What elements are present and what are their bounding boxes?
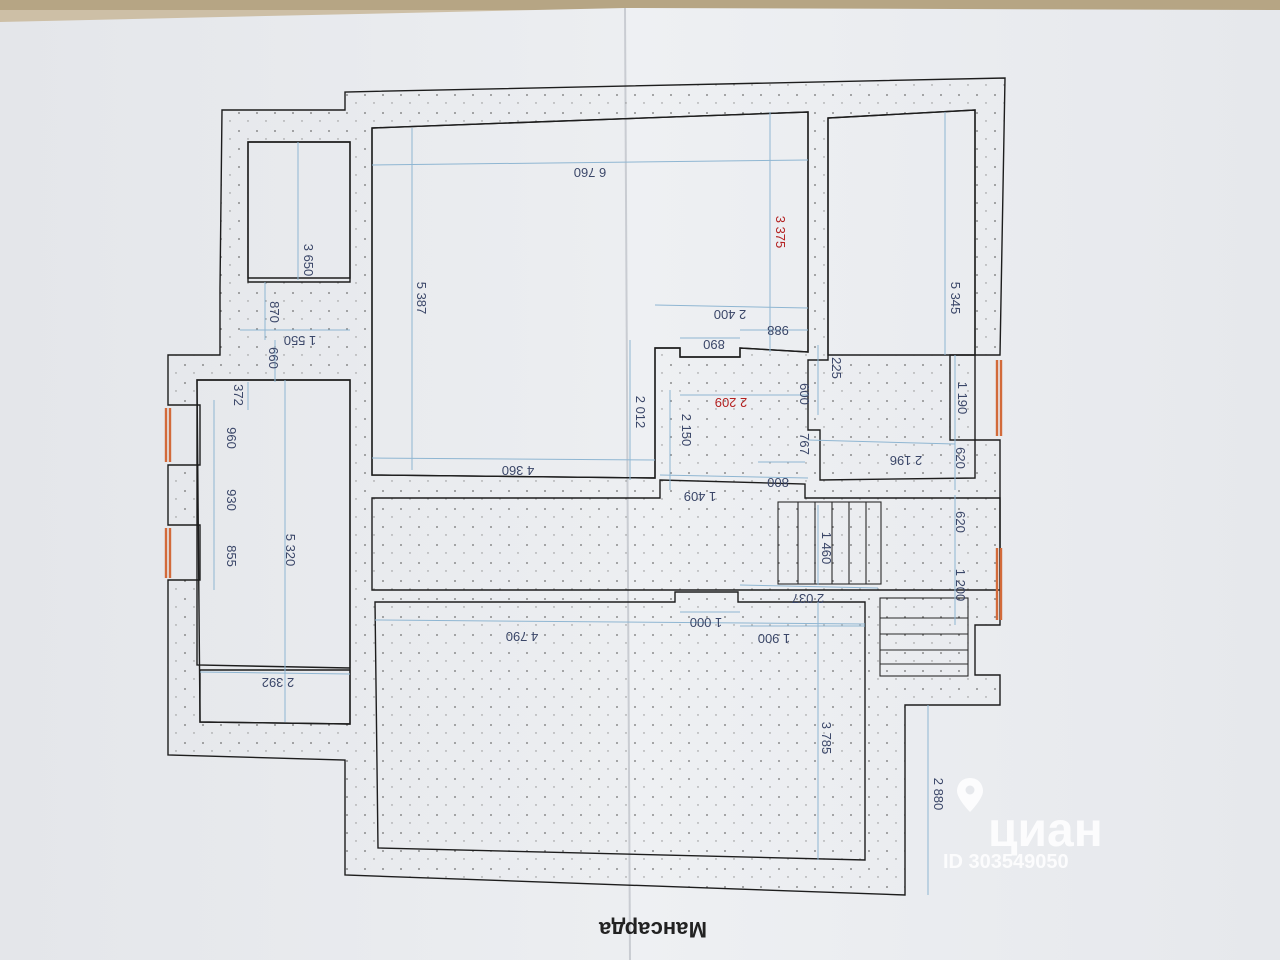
dim-620-b: 620 bbox=[953, 511, 968, 533]
room-bottom bbox=[374, 591, 866, 861]
windows bbox=[164, 360, 1003, 620]
dim-660: 660 bbox=[266, 347, 281, 369]
dim-5345: 5 345 bbox=[948, 282, 963, 315]
dim-767: 767 bbox=[797, 433, 812, 455]
room-left bbox=[196, 379, 351, 725]
dim-1200: 1 200 bbox=[953, 569, 968, 602]
dim-3785: 3 785 bbox=[819, 722, 834, 755]
dim-2012: 2 012 bbox=[633, 396, 648, 429]
dim-225: 225 bbox=[829, 357, 844, 379]
dim-960: 960 bbox=[224, 427, 239, 449]
corridor bbox=[371, 479, 1001, 591]
dim-1460: 1 460 bbox=[819, 532, 834, 565]
dim-6760: 6 760 bbox=[574, 165, 607, 180]
dim-3650: 3 650 bbox=[301, 244, 316, 277]
room-right bbox=[807, 109, 976, 481]
dim-600: 600 bbox=[797, 383, 812, 405]
dim-4360: 4 360 bbox=[502, 463, 535, 478]
watermark-brand: циан bbox=[988, 804, 1103, 857]
dim-372: 372 bbox=[231, 384, 246, 406]
dim-1409: 1 409 bbox=[684, 489, 717, 504]
watermark-id: ID 303549050 bbox=[943, 851, 1069, 873]
dim-1900: 1 900 bbox=[758, 631, 791, 646]
dim-988: 988 bbox=[767, 323, 789, 338]
dimension-lines bbox=[199, 112, 956, 895]
dim-2392: 2 392 bbox=[262, 675, 295, 690]
dim-855: 855 bbox=[224, 545, 239, 567]
dim-2400: 2 400 bbox=[714, 307, 747, 322]
dim-2037: 2 037 bbox=[792, 591, 825, 606]
dim-890: 890 bbox=[703, 337, 725, 352]
dim-3375: 3 375 bbox=[773, 216, 788, 249]
dim-2196: 2 196 bbox=[890, 453, 923, 468]
dim-2150: 2 150 bbox=[679, 414, 694, 447]
dim-1190: 1 190 bbox=[955, 382, 970, 415]
room-large bbox=[371, 111, 809, 479]
dim-1000: 1 000 bbox=[690, 615, 723, 630]
dimension-labels: 6 760 3 375 5 345 3 650 5 387 870 1 550 … bbox=[224, 165, 970, 810]
dim-2209: 2 209 bbox=[715, 395, 748, 410]
dim-620-a: 620 bbox=[953, 447, 968, 469]
staircase bbox=[777, 501, 969, 677]
dim-4790: 4 790 bbox=[506, 629, 539, 644]
dim-870: 870 bbox=[267, 301, 282, 323]
dim-930: 930 bbox=[224, 489, 239, 511]
watermark: циан ID 303549050 bbox=[943, 778, 1103, 873]
dim-5387: 5 387 bbox=[414, 282, 429, 315]
plan-title: Мансарда bbox=[598, 917, 707, 942]
dim-800: 800 bbox=[767, 475, 789, 490]
floor-plan-drawing bbox=[164, 77, 1006, 896]
dim-5320: 5 320 bbox=[283, 534, 298, 567]
dim-1550: 1 550 bbox=[284, 333, 317, 348]
room-left-top bbox=[247, 141, 351, 283]
dim-2880: 2 880 bbox=[931, 778, 946, 811]
location-pin-icon bbox=[957, 778, 983, 812]
